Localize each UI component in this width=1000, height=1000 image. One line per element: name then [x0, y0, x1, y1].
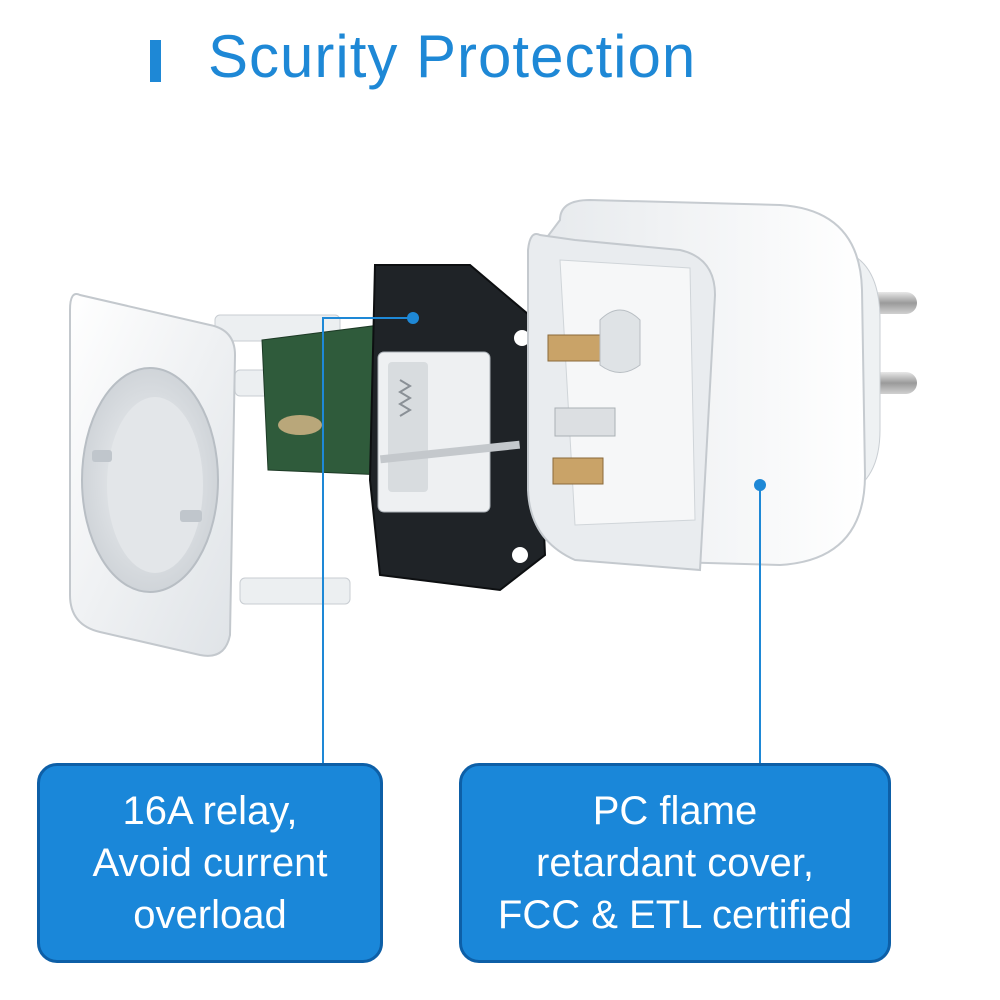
relay-callout-line-1: 16A relay, [122, 789, 298, 833]
cover-callout-line-3: FCC & ETL certified [497, 893, 853, 937]
cover-callout-box: PC flame retardant cover, FCC & ETL cert… [459, 763, 891, 963]
relay-callout-line-3: overload [133, 893, 287, 937]
callout-pointers [322, 312, 766, 765]
cover-callout-line-1: PC flame [592, 789, 758, 833]
cover-callout-line-2: retardant cover, [536, 841, 814, 885]
relay-callout-box: 16A relay, Avoid current overload [37, 763, 383, 963]
front-socket-faceplate [69, 293, 351, 657]
relay-callout-line-2: Avoid current [92, 841, 328, 885]
pc-rear-housing-with-pins [527, 198, 917, 572]
page-title: Scurity Protection [208, 23, 697, 90]
relay-circuit-board [368, 264, 547, 592]
title-accent-bar [150, 40, 161, 82]
